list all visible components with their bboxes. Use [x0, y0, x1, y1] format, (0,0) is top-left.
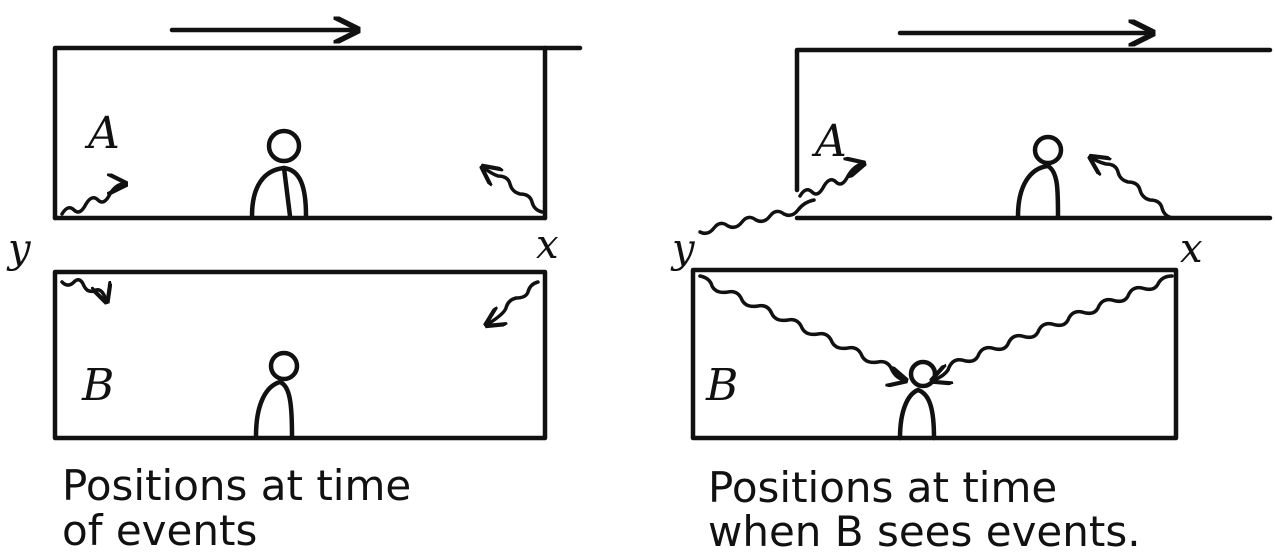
right-signal-a-right	[1092, 158, 1174, 220]
left-observer-a	[249, 128, 309, 219]
left-caption-line1: Positions at time	[62, 461, 412, 510]
right-signal-y-to-b	[698, 274, 904, 380]
left-carriage-a	[52, 45, 583, 221]
left-signal-b-right	[488, 280, 540, 324]
right-signal-y-to-a	[698, 198, 816, 236]
right-carriage-b-label: B	[705, 360, 738, 411]
left-caption-line2: of events	[62, 506, 258, 555]
right-signal-a-left	[798, 164, 862, 198]
right-carriage-a-label: A	[811, 116, 847, 167]
right-observer-b	[897, 359, 938, 441]
left-signal-a-right	[484, 168, 544, 214]
left-event-y-label: y	[6, 226, 32, 272]
left-carriage-b-label: B	[81, 360, 114, 411]
right-event-x-label: x	[1180, 226, 1203, 272]
left-panel: A y x B	[6, 30, 583, 441]
left-carriage-b	[52, 269, 548, 441]
right-carriage-a	[794, 47, 1273, 221]
left-signal-a-left	[60, 184, 124, 216]
right-signal-x-to-b	[934, 274, 1174, 380]
right-panel: A y x B	[670, 33, 1273, 441]
left-observer-b	[253, 350, 300, 439]
left-event-x-label: x	[536, 222, 559, 268]
right-caption-line2: when B sees events.	[708, 507, 1141, 556]
right-caption-line1: Positions at time	[708, 463, 1058, 512]
left-signal-b-left	[60, 278, 106, 300]
right-event-y-label: y	[670, 226, 696, 272]
left-carriage-a-label: A	[84, 108, 120, 159]
right-observer-a	[1015, 134, 1064, 219]
